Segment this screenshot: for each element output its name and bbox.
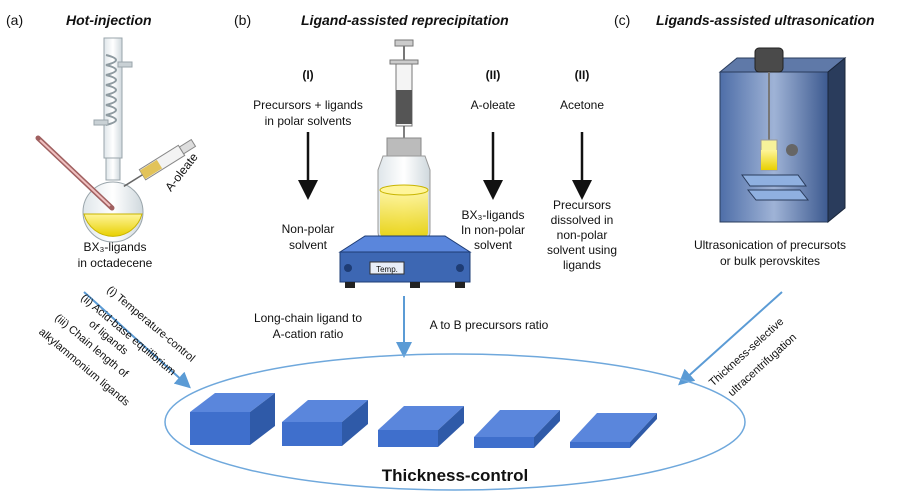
larp-col1-result-2: solvent [288, 238, 328, 252]
larp-col2-result-2: In non-polar [460, 223, 526, 237]
larp-col2-label: A-oleate [470, 98, 516, 112]
slab-4 [474, 410, 560, 448]
slab-3 [378, 406, 464, 447]
nanoplatelet-slabs [190, 393, 657, 448]
thickness-control-label: Thickness-control [381, 466, 529, 485]
slab-1 [190, 393, 275, 445]
ultrasonication-caption-2: or bulk perovskites [719, 254, 821, 268]
panel-b-letter: (b) [234, 12, 252, 28]
flask-caption-1: BX₃-ligands [83, 240, 147, 254]
larp-col3-result-4: solvent using [546, 243, 618, 257]
larp-col3-result-1: Precursors [552, 198, 611, 212]
larp-col3-numeral: (II) [574, 68, 590, 82]
syringe-a [123, 138, 197, 188]
panel-b-title: Ligand-assisted reprecipitation [301, 12, 509, 28]
larp-col3-result-2: dissolved in [550, 213, 614, 227]
larp-col2-result-3: solvent [473, 238, 513, 252]
panel-c-letter: (c) [614, 12, 631, 28]
larp-col1-line2: in polar solvents [264, 114, 352, 128]
ultrasonication-apparatus [718, 47, 847, 224]
larp-col3-result-5: ligands [562, 258, 602, 272]
larp-col1-result-1: Non-polar [281, 222, 335, 236]
arrow-ultrasonication [678, 291, 783, 386]
larp-col2-numeral: (II) [485, 68, 501, 82]
hotplate-temp-label: Temp. [376, 265, 398, 274]
panel-a-title: Hot-injection [66, 12, 152, 28]
thickness-control-ellipse [164, 353, 746, 491]
larp-col1-line1: Precursors + ligands [253, 98, 363, 112]
arrow-hot-injection [83, 291, 191, 389]
larp-apparatus [338, 39, 472, 288]
ultrasonication-caption-1: Ultrasonication of precursots [693, 238, 847, 252]
condenser-coil [105, 54, 117, 126]
panel-a-letter: (a) [6, 12, 24, 28]
larp-factor-right: A to B precursors ratio [429, 318, 549, 332]
larp-col3-result-3: non-polar [556, 228, 608, 242]
larp-factor-left-2: A-cation ratio [272, 327, 344, 341]
slab-5 [570, 413, 657, 448]
larp-col1-numeral: (I) [302, 68, 314, 82]
flask-caption-2: in octadecene [77, 256, 153, 270]
hot-injection-apparatus [35, 37, 197, 243]
slab-2 [282, 400, 368, 446]
larp-factor-left-1: Long-chain ligand to [253, 311, 363, 325]
hot-plate [339, 251, 471, 283]
larp-col2-result-1: BX₃-ligands [461, 208, 525, 222]
larp-col3-label: Acetone [559, 98, 605, 112]
panel-c-title: Ligands-assisted ultrasonication [656, 12, 875, 28]
